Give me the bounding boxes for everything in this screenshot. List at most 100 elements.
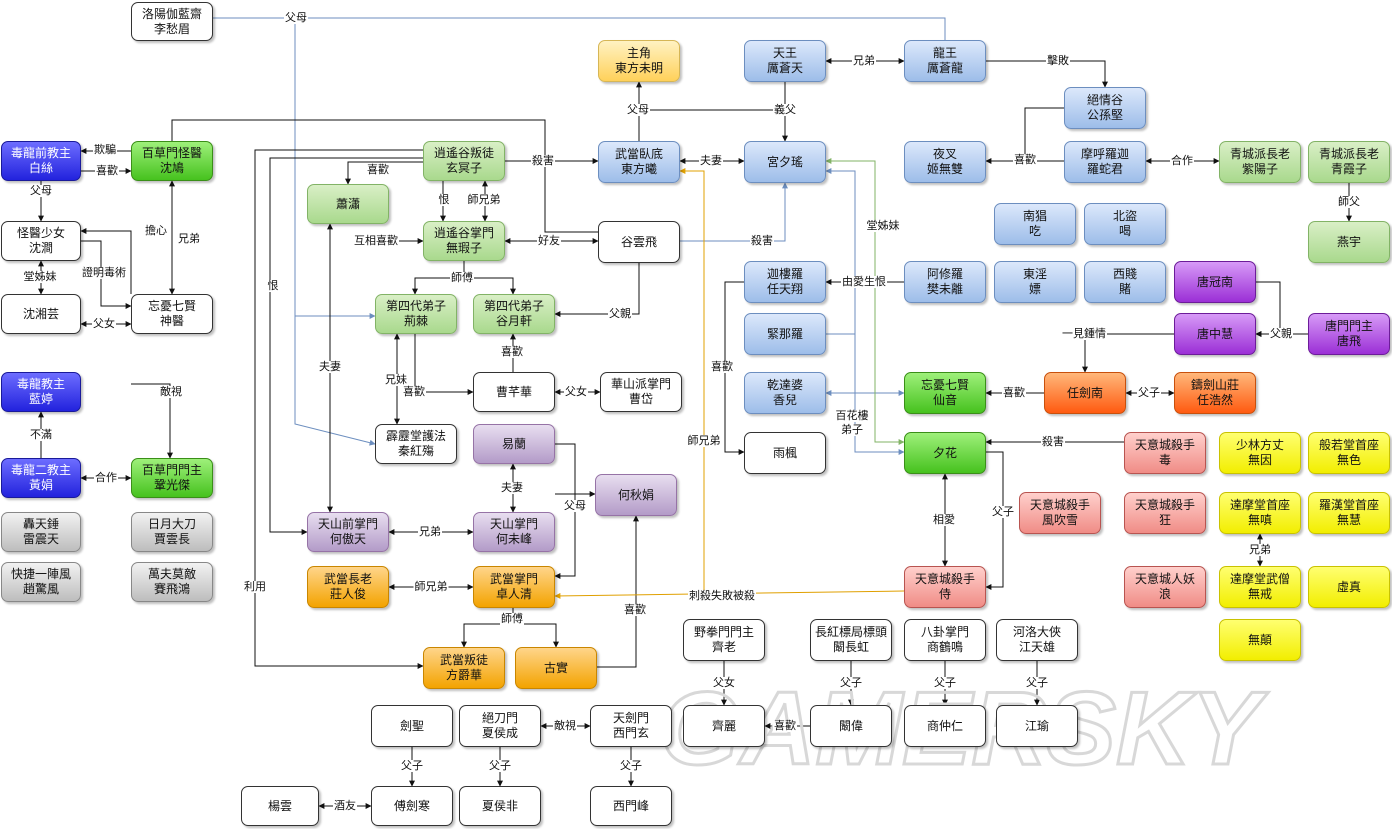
node-tangguannan[interactable]: 唐冠南 [1174, 261, 1256, 303]
node-shangzhongren[interactable]: 商仲仁 [904, 705, 986, 747]
node-line: 商鶴鳴 [926, 640, 963, 654]
node-yequan[interactable]: 野拳門門主齊老 [683, 619, 765, 661]
node-nanchang[interactable]: 南猖吃 [994, 203, 1076, 245]
node-yilan[interactable]: 易蘭 [473, 424, 555, 464]
node-shen-xiangyun[interactable]: 沈湘芸 [1, 294, 81, 334]
node-wudang-pantu[interactable]: 武當叛徒方爵華 [423, 647, 505, 689]
node-xihua[interactable]: 夕花 [904, 432, 986, 474]
node-damotang-shouzuo[interactable]: 達摩堂首座無嗔 [1219, 492, 1301, 534]
node-tianjian[interactable]: 天劍門西門玄 [590, 705, 672, 747]
node-jialouluo[interactable]: 迦樓羅任天翔 [744, 261, 826, 303]
node-shaolin-fangzhang[interactable]: 少林方丈無因 [1219, 432, 1301, 474]
node-wanfu[interactable]: 萬夫莫敵賽飛鴻 [131, 562, 213, 602]
node-wudang-wodi[interactable]: 武當臥底東方曦 [598, 141, 680, 183]
node-dongyin[interactable]: 東淫嫖 [994, 261, 1076, 303]
node-mohuluojia[interactable]: 摩呼羅迦羅蛇君 [1064, 141, 1146, 183]
node-renjiannan[interactable]: 任劍南 [1044, 372, 1126, 414]
node-changhong[interactable]: 長紅標局標頭闞長虹 [810, 619, 892, 661]
node-qingcheng-qingxia[interactable]: 青城派長老青霞子 [1308, 141, 1390, 183]
node-line: 賽飛鴻 [153, 582, 190, 596]
node-beidao[interactable]: 北盜喝 [1084, 203, 1166, 245]
node-heqiujuan[interactable]: 何秋娟 [595, 474, 677, 516]
node-xijian[interactable]: 西賤賭 [1084, 261, 1166, 303]
node-longwang[interactable]: 龍王厲蒼龍 [904, 40, 986, 82]
edge-label-xihuan-6: 喜歡 [1013, 153, 1037, 166]
node-zhujiao[interactable]: 主角東方未明 [598, 40, 680, 82]
node-yufeng[interactable]: 雨楓 [744, 432, 826, 474]
node-qili[interactable]: 齊麗 [683, 705, 765, 747]
node-xuzhen[interactable]: 虛真 [1308, 566, 1390, 608]
node-luohantang[interactable]: 羅漢堂首座無慧 [1308, 492, 1390, 534]
node-line: 阿修羅 [926, 267, 963, 281]
node-ximenfeng[interactable]: 西門峰 [590, 786, 672, 826]
node-tianshan-qian[interactable]: 天山前掌門何傲天 [307, 512, 389, 552]
node-yangyun[interactable]: 楊雲 [241, 786, 319, 826]
node-tianwang[interactable]: 天王厲蒼天 [744, 40, 826, 82]
node-line: 逍遙谷掌門 [433, 226, 494, 240]
node-qingcheng-ziyang[interactable]: 青城派長老紫陽子 [1219, 141, 1301, 183]
node-axiuluo[interactable]: 阿修羅樊未離 [904, 261, 986, 303]
node-line: 毒龍二教主 [10, 463, 71, 477]
node-zhujianshan[interactable]: 鑄劍山莊任浩然 [1174, 372, 1256, 414]
node-tangzhonghui[interactable]: 唐中慧 [1174, 313, 1256, 355]
edge-label-shashi-1: 殺害 [531, 154, 555, 167]
node-guyunfei[interactable]: 谷雲飛 [598, 221, 680, 263]
node-line: 商仲仁 [926, 718, 963, 733]
node-hongtianchui[interactable]: 轟天錘雷震天 [1, 512, 81, 552]
node-kuaijie[interactable]: 快捷一陣風趙驚風 [1, 562, 81, 602]
node-guyuexuan[interactable]: 第四代弟子谷月軒 [473, 294, 555, 334]
node-tianyi-fengchuixue[interactable]: 天意城殺手風吹雪 [1019, 492, 1101, 534]
node-jingji[interactable]: 第四代弟子荊棘 [375, 294, 457, 334]
node-tianyi-lang[interactable]: 天意城人妖浪 [1124, 566, 1206, 608]
node-xiaoyao-pantu[interactable]: 逍遙谷叛徒玄冥子 [423, 141, 505, 181]
node-line: 賭 [1118, 282, 1131, 296]
node-yanyu[interactable]: 燕宇 [1308, 221, 1390, 263]
node-bagua[interactable]: 八卦掌門商鶴鳴 [904, 619, 986, 661]
node-caoqianhua[interactable]: 曹芊華 [473, 372, 555, 412]
node-jiedao[interactable]: 絕刀門夏侯成 [459, 705, 541, 747]
node-xiaoyao-zhangmen[interactable]: 逍遙谷掌門無瑕子 [423, 221, 505, 261]
edge-label-shifu-2: 師傅 [500, 612, 524, 625]
node-gongxiyao[interactable]: 宮夕瑤 [744, 141, 826, 183]
node-fujianhan[interactable]: 傅劍寒 [371, 786, 453, 826]
node-huashan[interactable]: 華山派掌門曹岱 [600, 372, 682, 412]
edge-line [464, 277, 516, 295]
node-qiantapo[interactable]: 乾達婆香兒 [744, 372, 826, 414]
node-jueqinggu[interactable]: 絕情谷公孫堅 [1064, 87, 1146, 129]
node-luoyang[interactable]: 洛陽伽藍齋李愁眉 [131, 2, 213, 41]
node-dulong-er[interactable]: 毒龍二教主黃娟 [1, 458, 81, 498]
node-wudang-zhang[interactable]: 武當掌門卓人清 [473, 566, 555, 608]
node-wudian[interactable]: 無顛 [1219, 619, 1301, 661]
node-line: 何傲天 [329, 532, 366, 546]
node-jiansheng[interactable]: 劍聖 [371, 705, 453, 747]
node-tangmen[interactable]: 唐門門主唐飛 [1308, 313, 1390, 355]
node-tianyi-kuang[interactable]: 天意城殺手狂 [1124, 492, 1206, 534]
node-boruotang[interactable]: 般若堂首座無色 [1308, 432, 1390, 474]
node-baicao-guaiyi[interactable]: 百草門怪醫沈鳩 [131, 141, 213, 181]
node-dulong-qian[interactable]: 毒龍前教主白絲 [1, 141, 81, 181]
node-xiaoxiao[interactable]: 蕭瀟 [307, 184, 389, 224]
node-kanwei[interactable]: 闞偉 [810, 705, 892, 747]
node-line: 天意城殺手 [914, 572, 975, 586]
node-wangyou-xianyin[interactable]: 忘憂七賢仙音 [904, 372, 986, 414]
node-wudang-zhanglao[interactable]: 武當長老莊人俊 [307, 566, 389, 608]
node-guaiyi-shaonv[interactable]: 怪醫少女沈澗 [1, 221, 81, 261]
node-heluo[interactable]: 河洛大俠江天雄 [996, 619, 1078, 661]
node-jiangyu[interactable]: 江瑜 [996, 705, 1078, 747]
node-line: 楊雲 [267, 798, 292, 813]
node-tianyi-shi[interactable]: 天意城殺手侍 [904, 566, 986, 608]
node-tianyi-du[interactable]: 天意城殺手毒 [1124, 432, 1206, 474]
node-tianshan-zhang[interactable]: 天山掌門何未峰 [473, 512, 555, 552]
node-baicao-zhu[interactable]: 百草門門主鞏光傑 [131, 458, 213, 498]
node-gushi[interactable]: 古實 [515, 647, 597, 689]
node-damotang-wuseng[interactable]: 達摩堂武僧無戒 [1219, 566, 1301, 608]
node-wangyou-shenyi[interactable]: 忘憂七賢神醫 [131, 294, 213, 334]
node-pili[interactable]: 霹靂堂護法秦紅殤 [375, 424, 457, 464]
node-line: 厲蒼龍 [926, 61, 963, 75]
node-riyue[interactable]: 日月大刀賈雲長 [131, 512, 213, 552]
node-dulong-lanting[interactable]: 毒龍教主藍婷 [1, 372, 81, 412]
node-jinnaluo[interactable]: 緊那羅 [744, 313, 826, 355]
node-xiahoufei[interactable]: 夏侯非 [459, 786, 541, 826]
node-line: 快捷一陣風 [10, 567, 71, 581]
node-yecha[interactable]: 夜叉姬無雙 [904, 141, 986, 183]
